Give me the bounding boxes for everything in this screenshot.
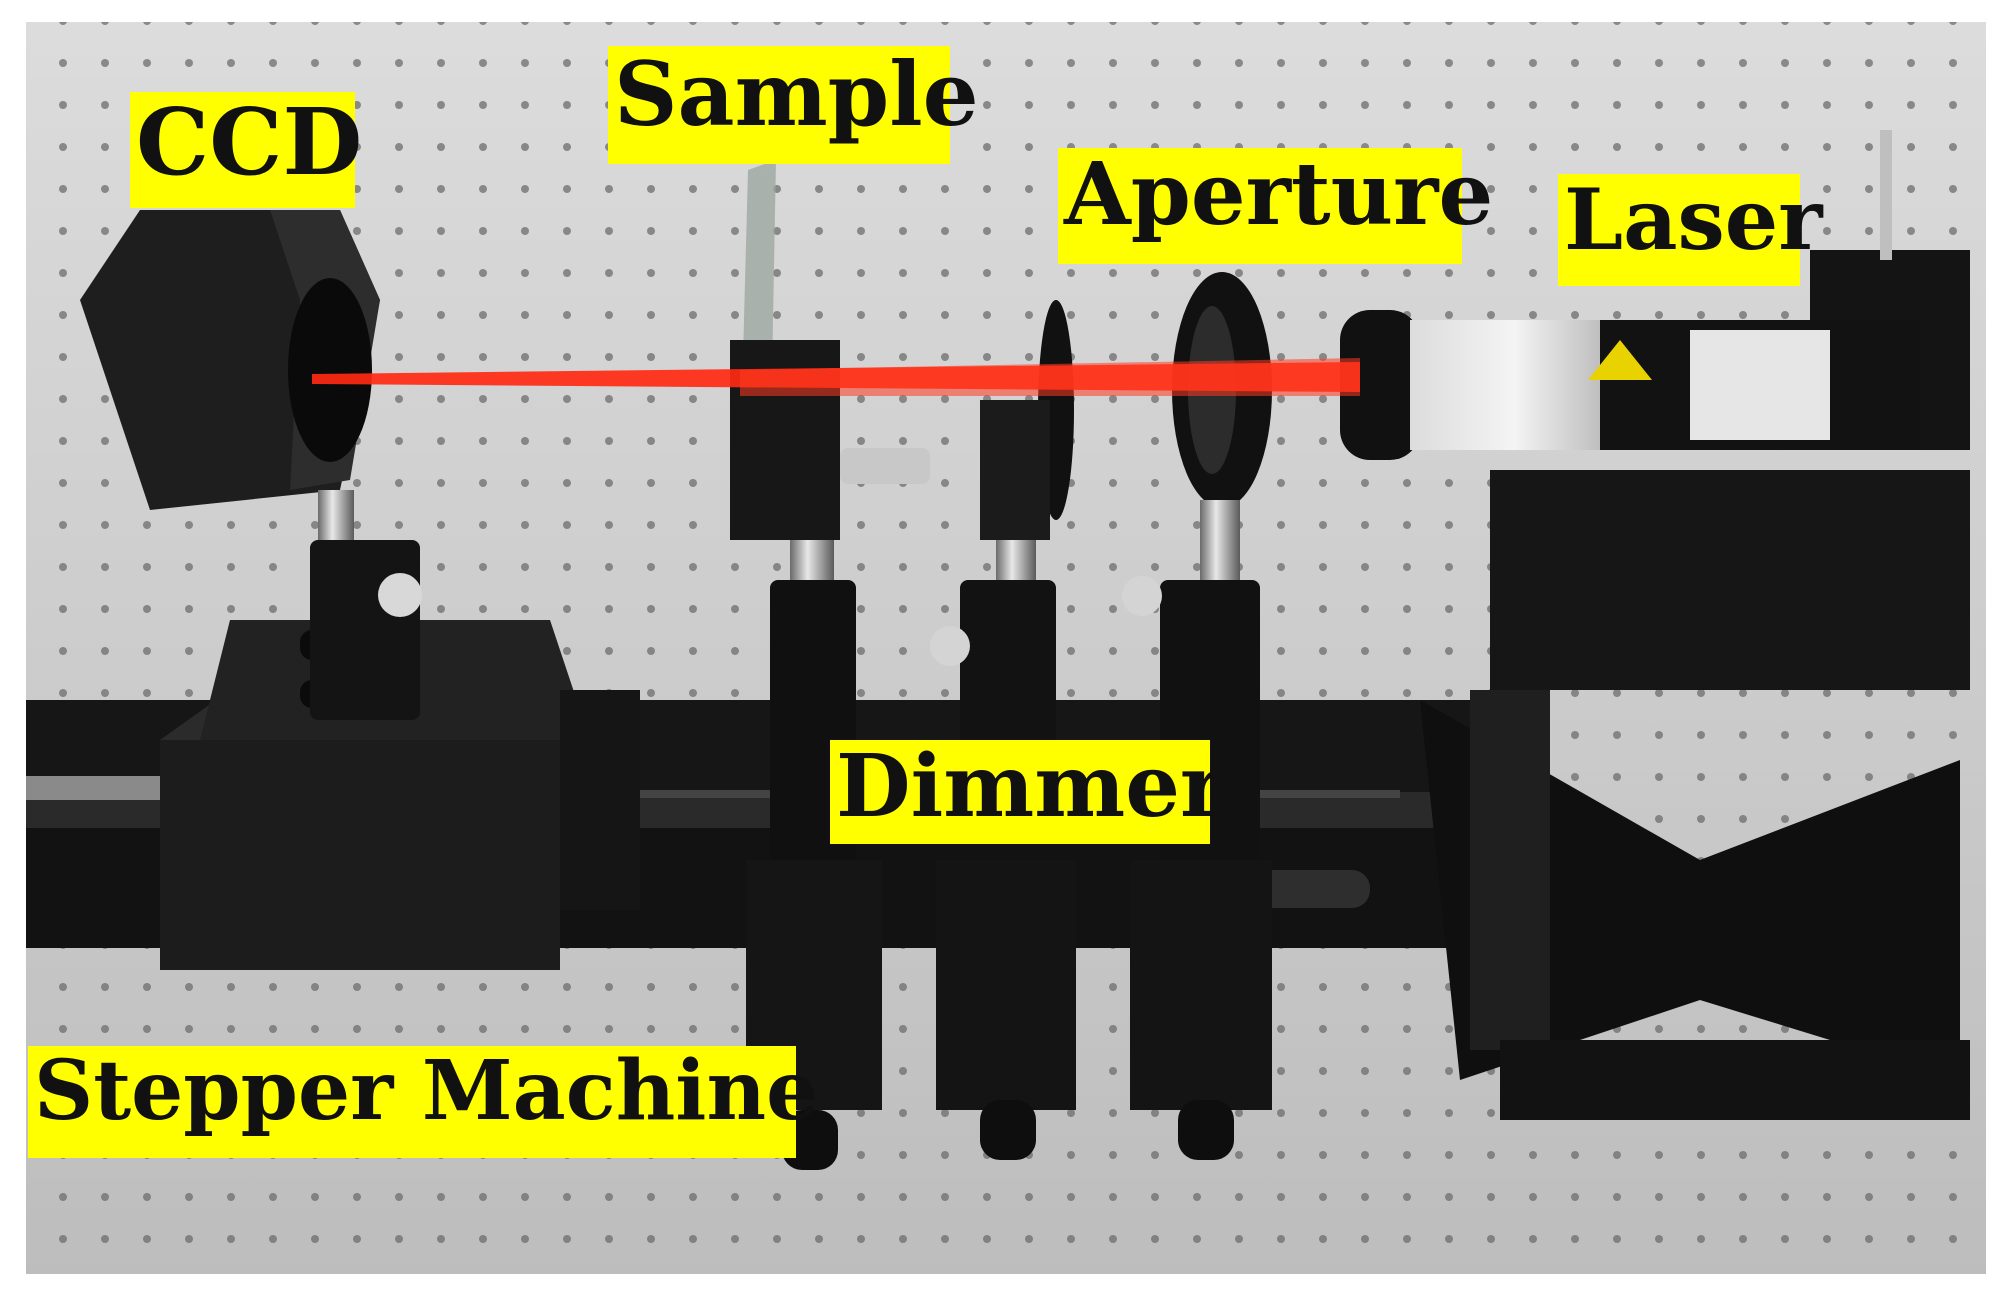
front-knobs (782, 1100, 1234, 1170)
label-sample: Sample (608, 46, 979, 164)
laser-beam (312, 358, 1360, 396)
ccd-camera (80, 210, 422, 720)
label-stepper-machine: Stepper Machine (28, 1046, 818, 1158)
label-aperture: Aperture (1058, 148, 1493, 264)
label-laser: Laser (1558, 174, 1822, 286)
label-ccd: CCD (130, 92, 362, 208)
label-dimmer: Dimmer (830, 740, 1225, 844)
laser (1340, 310, 1920, 460)
laser-mount (1420, 130, 1970, 1120)
